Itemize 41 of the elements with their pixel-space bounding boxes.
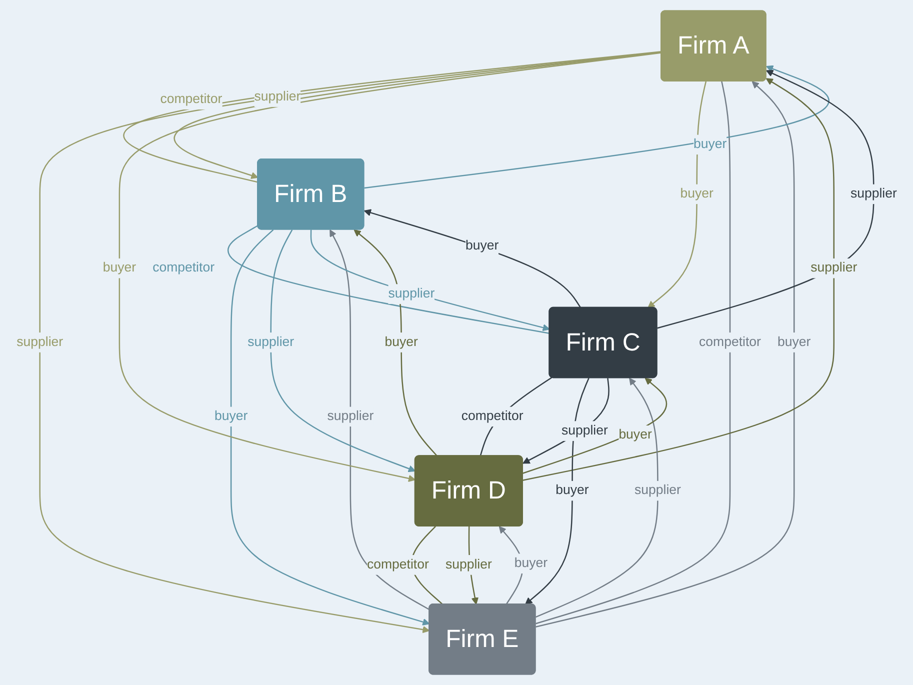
edge-label: supplier — [445, 558, 492, 572]
arrow — [230, 229, 430, 626]
edge-label: supplier — [16, 335, 63, 350]
edge-label: supplier — [388, 286, 434, 301]
edge-label: supplier — [254, 90, 300, 104]
arrow — [524, 378, 590, 605]
edge-label: competitor — [366, 558, 429, 572]
arrow — [535, 378, 658, 618]
arrow — [522, 378, 667, 474]
edge-label: buyer — [680, 186, 714, 201]
arrow — [270, 230, 416, 472]
edge-label: buyer — [102, 260, 136, 275]
edge-label: competitor — [152, 260, 214, 275]
edge-label: supplier — [634, 483, 681, 498]
arrow — [364, 209, 581, 308]
arrow — [310, 230, 550, 332]
arrow — [354, 229, 438, 456]
edge-label: supplier — [850, 186, 897, 201]
edge-label: buyer — [384, 335, 418, 350]
connector — [227, 225, 550, 334]
edge-label: buyer — [514, 556, 548, 570]
edge-label: competitor — [461, 409, 524, 424]
arrow — [522, 378, 610, 464]
edge-label: buyer — [618, 428, 652, 442]
arrow — [38, 51, 662, 634]
arrow — [118, 52, 662, 482]
edge-label: supplier — [561, 424, 608, 438]
edge-label: supplier — [247, 335, 294, 350]
edge-label: buyer — [777, 335, 810, 350]
arrow — [364, 65, 830, 189]
arrow — [522, 78, 834, 481]
edge-label: buyer — [465, 238, 498, 253]
edge-label: buyer — [555, 483, 589, 498]
edge-label: buyer — [693, 137, 726, 152]
edge-label: competitor — [160, 92, 222, 106]
arrow — [656, 70, 874, 329]
edge-label: buyer — [214, 409, 248, 424]
edge-label: supplier — [326, 409, 374, 424]
arrow — [329, 229, 430, 610]
edge-label: supplier — [810, 260, 857, 275]
edge-label: competitor — [698, 335, 761, 350]
